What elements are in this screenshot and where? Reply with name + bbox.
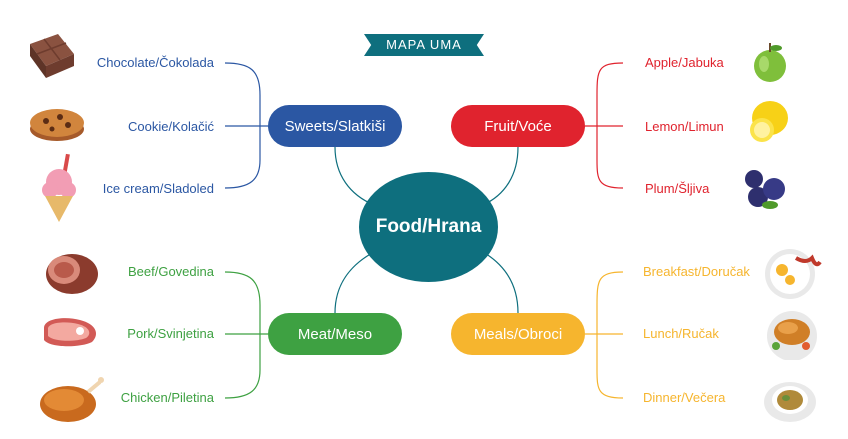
plum-icon	[745, 170, 785, 209]
item-lunch: Lunch/Ručak	[643, 326, 719, 341]
item-cookie: Cookie/Kolačić	[128, 119, 214, 134]
item-plum: Plum/Šljiva	[645, 181, 710, 196]
category-meals: Meals/Obroci	[451, 313, 585, 355]
lemon-icon	[750, 101, 788, 142]
item-beef: Beef/Govedina	[127, 264, 214, 279]
item-apple: Apple/Jabuka	[645, 55, 724, 70]
category-fruit: Fruit/Voće	[451, 105, 585, 147]
item-ice-cream: Ice cream/Sladoled	[102, 181, 214, 196]
beef-icon	[46, 254, 98, 294]
item-lemon: Lemon/Limun	[645, 119, 724, 134]
lunch-icon	[767, 311, 817, 360]
item-chicken: Chicken/Piletina	[120, 390, 214, 405]
item-chocolate: Chocolate/Čokolada	[96, 55, 214, 70]
ice-cream-icon	[42, 153, 76, 222]
pork-icon	[44, 318, 96, 347]
category-sweets: Sweets/Slatkiši	[268, 105, 402, 147]
central-node: Food/Hrana	[359, 172, 498, 282]
dinner-icon	[764, 382, 816, 422]
apple-icon	[754, 43, 786, 82]
category-meat: Meat/Meso	[268, 313, 402, 355]
cookie-icon	[30, 109, 84, 141]
chocolate-icon	[30, 34, 74, 78]
item-pork: Pork/Svinjetina	[127, 326, 214, 341]
item-dinner: Dinner/Večera	[643, 390, 726, 405]
title-banner: MAPA UMA	[364, 34, 484, 56]
chicken-icon	[40, 377, 104, 422]
item-breakfast: Breakfast/Doručak	[643, 264, 750, 279]
breakfast-icon	[765, 249, 822, 299]
